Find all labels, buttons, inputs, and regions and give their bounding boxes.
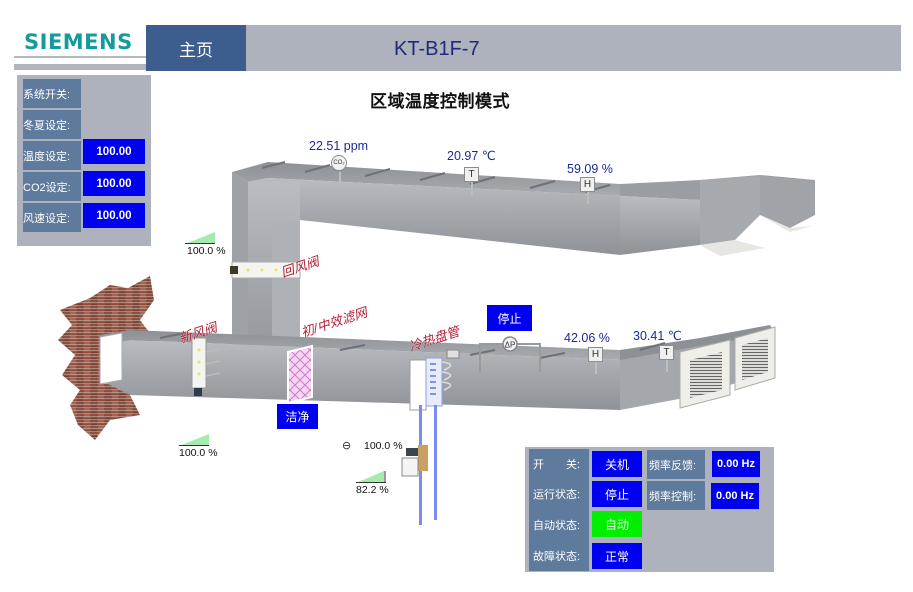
device-title: KT-B1F-7 [394, 38, 480, 60]
gauge-ramp-icon [179, 434, 209, 446]
freq-control-input[interactable]: 0.00 Hz [711, 483, 759, 509]
return-damper-gauge: 100.0 % [185, 232, 235, 258]
damper-actuator-icon [194, 388, 202, 396]
logo-divider [14, 64, 146, 70]
auto-status-label: 自动状态: [529, 510, 587, 539]
valve-output-gauge: 82.2 % [356, 471, 406, 497]
sensor-stem [339, 172, 341, 184]
freq-control-label: 频率控制: [647, 481, 705, 510]
supply-humidity-reading: 42.06 % [564, 331, 610, 345]
freq-feedback-value: 0.00 Hz [712, 451, 760, 477]
return-co2-reading: 22.51 ppm [309, 139, 369, 153]
humidity-sensor-icon: H [588, 347, 603, 362]
valve-feedback-percent: 100.0 % [364, 440, 403, 452]
return-temperature-reading: 20.97 ℃ [447, 149, 496, 163]
fault-status-value: 正常 [592, 543, 642, 569]
home-tab[interactable]: 主页 [146, 25, 246, 71]
freq-feedback-label: 频率反馈: [647, 450, 705, 479]
temperature-setpoint-input[interactable]: 100.00 [83, 139, 145, 164]
fault-status-label: 故障状态: [529, 541, 587, 570]
supply-temperature-reading: 30.41 ℃ [633, 329, 682, 343]
co2-setpoint-label: CO2设定: [23, 172, 81, 201]
siemens-logo: SIEMENS [24, 30, 133, 54]
logo-divider [14, 56, 146, 58]
valve-output-percent: 82.2 % [356, 484, 389, 496]
return-damper-percent: 100.0 % [187, 245, 226, 257]
temperature-setpoint-label: 温度设定: [23, 141, 81, 170]
settings-panel: 系统开关: 冬夏设定: 温度设定: 100.00 CO2设定: 100.00 风… [17, 75, 151, 246]
season-setting-label: 冬夏设定: [23, 110, 81, 139]
valve-feedback-icon: ⊖ [342, 440, 352, 452]
title-bar: KT-B1F-7 [246, 25, 901, 71]
fan-speed-setpoint-input[interactable]: 100.00 [83, 203, 145, 228]
humidity-sensor-icon: H [580, 177, 595, 192]
filter-status-button[interactable]: 洁净 [277, 404, 318, 429]
gauge-ramp-icon [356, 471, 386, 483]
sensor-stem [587, 192, 589, 204]
co2-setpoint-input[interactable]: 100.00 [83, 171, 145, 196]
fan-status-panel: 开 关: 运行状态: 自动状态: 故障状态: 关机 停止 自动 正常 频率反馈:… [525, 447, 774, 572]
fresh-damper-gauge: 100.0 % [179, 434, 229, 460]
run-status-value: 停止 [592, 481, 642, 507]
co2-sensor-icon: CO₂ [331, 155, 347, 171]
return-humidity-reading: 59.09 % [567, 162, 613, 176]
pressure-sensor-icon [502, 336, 518, 352]
page-title: 区域温度控制模式 [370, 92, 510, 111]
system-switch-label: 系统开关: [23, 79, 81, 108]
fan-status-button[interactable]: 停止 [487, 305, 532, 331]
run-status-label: 运行状态: [529, 479, 587, 508]
fan-speed-setpoint-label: 风速设定: [23, 203, 81, 232]
power-switch-label: 开 关: [529, 449, 587, 478]
gauge-ramp-icon [185, 232, 215, 244]
sensor-stem [666, 360, 668, 372]
temperature-sensor-icon: T [659, 345, 674, 360]
sensor-stem [595, 362, 597, 374]
temperature-sensor-icon: T [464, 167, 479, 182]
auto-status-button[interactable]: 自动 [592, 511, 642, 537]
fresh-damper-percent: 100.0 % [179, 447, 218, 459]
power-switch-button[interactable]: 关机 [592, 451, 642, 477]
svg-text:ΔP: ΔP [505, 341, 516, 350]
sensor-stem [471, 182, 473, 196]
